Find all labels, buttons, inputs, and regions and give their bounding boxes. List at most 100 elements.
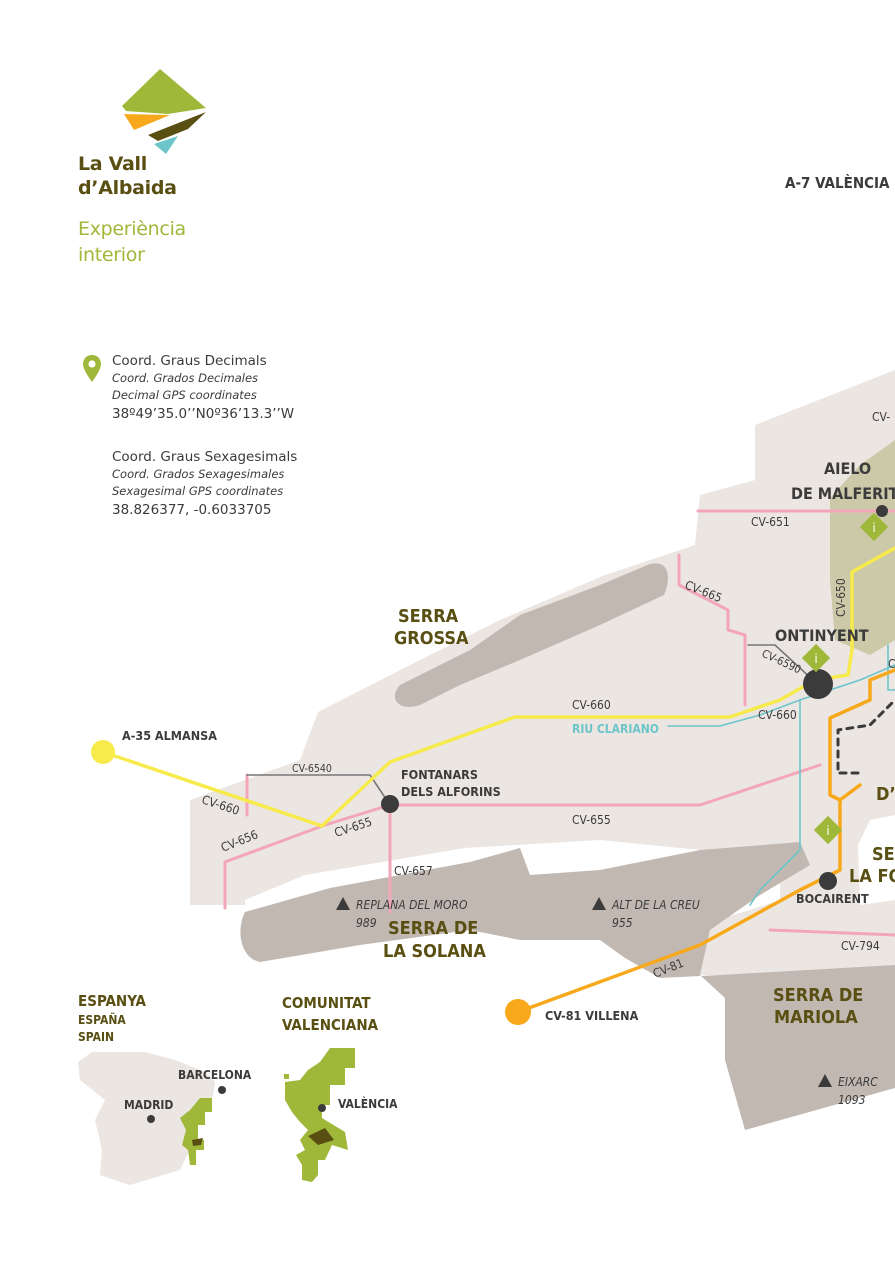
label-cv-partial: C [888, 657, 895, 671]
valley-fill [830, 440, 895, 655]
brand-tagline-line2: interior [78, 244, 145, 266]
label-cv6540: CV-6540 [292, 763, 332, 775]
serra-grossa-ridge [394, 563, 668, 707]
decimal-label-va: Coord. Graus Decimals [112, 353, 267, 369]
label-fontcal-1: SERRA DE [872, 844, 895, 865]
cv81-endpoint [505, 999, 531, 1025]
brand-name-line2: d’Albaida [78, 177, 177, 199]
road-cv656 [223, 803, 392, 910]
road-cv81 [516, 668, 895, 1014]
terrain-layer [190, 370, 895, 1130]
region-fill [190, 370, 895, 975]
inset-comunitat: COMUNITAT VALENCIANA VALÈNCIA [282, 994, 398, 1182]
label-mariola-1: SERRA DE [773, 985, 863, 1006]
logo-green-mountain [122, 69, 206, 114]
sexagesimal-value: 38.826377, -0.6033705 [112, 502, 272, 518]
label-cv794: CV-794 [841, 939, 880, 953]
comunitat-shape [285, 1048, 355, 1182]
inset-spain: ESPANYA ESPAÑA SPAIN MADRID BARCELONA [78, 992, 252, 1185]
location-pin-icon [83, 355, 101, 382]
madrid-dot [147, 1115, 155, 1123]
label-aielo-1: AIELO [824, 459, 871, 478]
label-grossa-2: GROSSA [394, 628, 469, 649]
label-grossa-1: SERRA [398, 606, 459, 627]
info-icon: i [872, 521, 875, 535]
label-barcelona: BARCELONA [178, 1068, 252, 1082]
comunitat-vall-highlight [308, 1128, 334, 1145]
roads-layer [101, 509, 895, 1014]
label-bocairent: BOCAIRENT [796, 891, 869, 906]
places-layer: i i i [91, 505, 889, 1087]
label-espanya-va: ESPANYA [78, 992, 147, 1010]
label-cv81-villena: CV-81 VILLENA [545, 1008, 639, 1023]
info-icon: i [814, 652, 817, 666]
label-a35: A-35 ALMANSA [122, 728, 217, 743]
info-badge-aielo: i [859, 512, 889, 542]
dotted-boundary [836, 698, 895, 775]
label-solana-2: LA SOLANA [383, 941, 486, 962]
label-espanya-es: ESPAÑA [78, 1012, 126, 1027]
brand-name: La Vall d’Albaida [78, 152, 177, 200]
label-replana-alt: 989 [356, 916, 377, 930]
label-madrid: MADRID [124, 1098, 173, 1112]
road-cv794 [768, 928, 895, 937]
sexagesimal-label-va: Coord. Graus Sexagesimals [112, 449, 298, 465]
info-badge-bocairent: i [813, 815, 843, 845]
label-cv655-center: CV-655 [572, 813, 611, 827]
decimal-label-es: Coord. Grados Decimales [112, 371, 259, 385]
brand-logo [122, 69, 206, 154]
label-d-partial: D’ [876, 784, 895, 805]
peak-eixarc-icon [818, 1074, 832, 1087]
teal-line-south [749, 699, 801, 906]
label-mariola-2: MARIOLA [774, 1007, 858, 1028]
spain-shape [78, 1052, 215, 1185]
road-cv6540 [246, 774, 391, 806]
peak-replana-icon [336, 897, 350, 910]
label-cvtop: CV- [872, 410, 890, 424]
logo-orange-band [124, 114, 170, 130]
teal-line-north [887, 644, 895, 691]
label-valencia: VALÈNCIA [338, 1096, 398, 1111]
spain-valencia-highlight [180, 1098, 212, 1165]
valencia-dot [318, 1104, 326, 1112]
label-creu-alt: 955 [612, 916, 633, 930]
label-aielo-2: DE MALFERIT [791, 484, 895, 503]
label-eixarc-alt: 1093 [838, 1093, 866, 1107]
southern-ranges [240, 842, 895, 1130]
label-comunitat-1: COMUNITAT [282, 994, 371, 1012]
brand-name-line1: La Vall [78, 153, 147, 175]
label-replana: REPLANA DEL MORO [356, 898, 468, 912]
road-a35-cv660 [101, 546, 895, 828]
label-ontinyent: ONTINYENT [775, 626, 869, 645]
info-badge-ontinyent: i [801, 643, 831, 673]
brand-tagline-line1: Experiència [78, 218, 186, 240]
peak-creu-icon [592, 897, 606, 910]
bocairent-dot [819, 872, 837, 890]
label-cv660-east: CV-660 [758, 708, 797, 722]
label-fontanars-1: FONTANARS [401, 767, 478, 782]
label-creu: ALT DE LA CREU [611, 898, 700, 912]
label-fontanars-2: DELS ALFORINS [401, 784, 501, 799]
sexagesimal-coordinates: Coord. Graus Sexagesimals Coord. Grados … [112, 448, 297, 520]
road-cv655 [388, 763, 822, 807]
label-eixarc: EIXARC [838, 1075, 878, 1089]
decimal-label-en: Decimal GPS coordinates [112, 388, 257, 402]
fontanars-dot [381, 795, 399, 813]
label-solana-1: SERRA DE [388, 918, 478, 939]
spain-vall-highlight [192, 1138, 203, 1146]
sexagesimal-label-en: Sexagesimal GPS coordinates [112, 484, 284, 498]
decimal-value: 38º49’35.0’’N0º36’13.3’’W [112, 406, 295, 422]
river-clariano [667, 664, 895, 727]
logo-dark-band [148, 112, 206, 141]
label-fontcal-2: LA FONT [849, 866, 895, 887]
comunitat-islet [284, 1074, 289, 1079]
sexagesimal-label-es: Coord. Grados Sexagesimales [112, 467, 285, 481]
decimal-coordinates: Coord. Graus Decimals Coord. Grados Deci… [112, 352, 294, 424]
logo-teal-band [154, 136, 178, 154]
label-cv650: CV-650 [834, 578, 848, 617]
brand-tagline: Experiència interior [78, 216, 186, 268]
label-cv657: CV-657 [394, 864, 433, 878]
road-cv665 [677, 553, 747, 707]
label-cv660-center: CV-660 [572, 698, 611, 712]
info-icon: i [826, 824, 829, 838]
